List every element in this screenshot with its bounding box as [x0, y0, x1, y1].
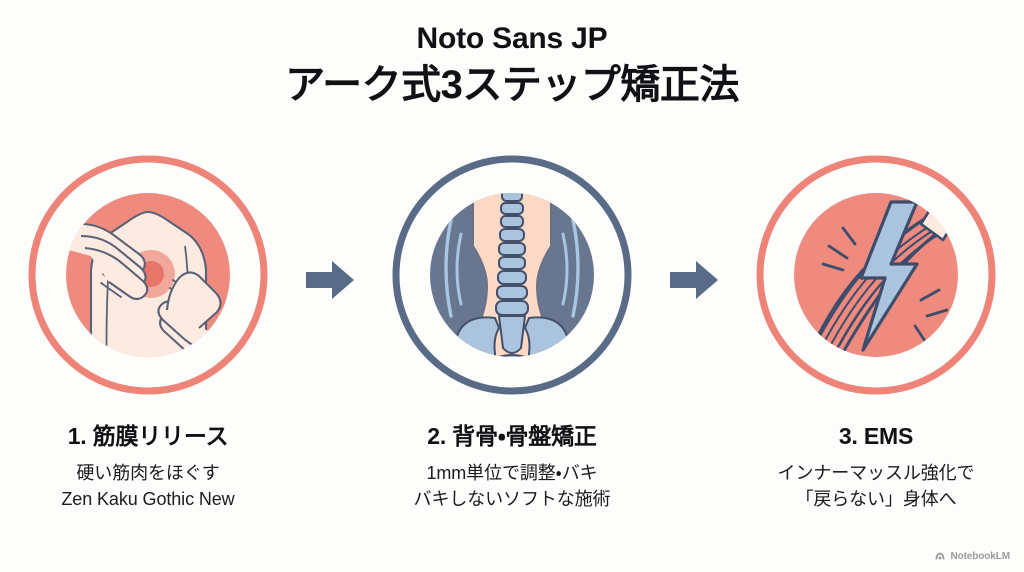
title-block: Noto Sans JP アーク式3ステップ矯正法: [0, 22, 1024, 109]
steps-row: 1. 筋膜リリース 硬い筋肉をほぐす Zen Kaku Gothic New: [0, 150, 1024, 512]
step-2-badge: [387, 150, 637, 400]
step-2-body-line-1: 1mm単位で調整・バキ: [426, 462, 598, 483]
step-1-caption: 1. 筋膜リリース 硬い筋肉をほぐす Zen Kaku Gothic New: [10, 422, 286, 512]
step-3-body-line-2: 「戻らない」身体へ: [795, 488, 957, 509]
step-1-body-line-1: 硬い筋肉をほぐす: [76, 462, 220, 483]
arrow-1-cell: [286, 150, 374, 410]
page-title: アーク式3ステップ矯正法: [285, 62, 739, 107]
step-3-badge: [751, 150, 1001, 400]
step-3-body-line-1: インナーマッスル強化で: [777, 462, 975, 483]
step-1-badge: [23, 150, 273, 400]
notebooklm-logo-icon: [935, 552, 945, 560]
step-1: 1. 筋膜リリース 硬い筋肉をほぐす Zen Kaku Gothic New: [10, 150, 286, 512]
massage-hands-icon: [28, 155, 268, 395]
step-3: 3. EMS インナーマッスル強化で 「戻らない」身体へ: [738, 150, 1014, 512]
muscle-lightning-icon: [756, 155, 996, 395]
notebooklm-watermark: NotebookLM: [934, 550, 1010, 562]
title-eyebrow: Noto Sans JP: [416, 22, 608, 55]
step-2-title: 2. 背骨・骨盤矯正: [427, 423, 597, 449]
step-3-caption: 3. EMS インナーマッスル強化で 「戻らない」身体へ: [738, 422, 1014, 512]
arrow-right-icon: [306, 261, 354, 299]
spine-pelvis-icon: [392, 155, 632, 395]
step-1-title: 1. 筋膜リリース: [67, 423, 229, 449]
step-2-body: 1mm単位で調整・バキ バキしないソフトな施術: [374, 460, 650, 512]
step-2-caption: 2. 背骨・骨盤矯正 1mm単位で調整・バキ バキしないソフトな施術: [374, 422, 650, 512]
step-3-body: インナーマッスル強化で 「戻らない」身体へ: [738, 460, 1014, 512]
step-2: 2. 背骨・骨盤矯正 1mm単位で調整・バキ バキしないソフトな施術: [374, 150, 650, 512]
step-1-body-line-2: Zen Kaku Gothic New: [61, 488, 235, 509]
arrow-right-icon: [670, 261, 718, 299]
arrow-2-cell: [650, 150, 738, 410]
watermark-label: NotebookLM: [950, 550, 1010, 562]
step-3-title: 3. EMS: [838, 423, 914, 449]
step-2-body-line-2: バキしないソフトな施術: [413, 488, 611, 509]
step-1-body: 硬い筋肉をほぐす Zen Kaku Gothic New: [10, 460, 286, 512]
